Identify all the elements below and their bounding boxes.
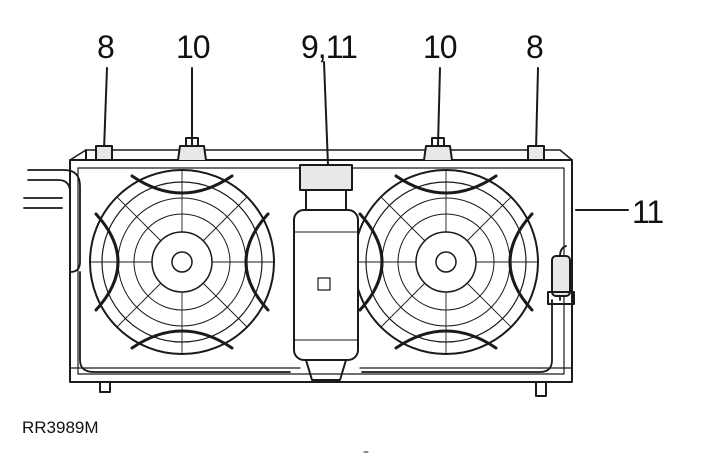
- figure-reference: RR3989M: [22, 418, 99, 437]
- callout-8-right: 8: [526, 29, 544, 65]
- shroud-frame: [69, 149, 573, 397]
- motor-connector-left: [177, 137, 207, 161]
- callout-10-right: 10: [423, 29, 458, 65]
- pipework: [23, 169, 567, 373]
- callout-9-11-center: 9,11: [301, 29, 358, 65]
- callout-10-left: 10: [176, 29, 211, 65]
- callout-8-left: 8: [97, 29, 115, 65]
- mounting-bracket-left: [95, 145, 113, 161]
- motor-connector-right: [423, 137, 453, 161]
- leader-lines: [103, 61, 629, 211]
- mounting-bracket-right: [527, 145, 545, 161]
- fan-left: [89, 169, 275, 355]
- receiver-drier: [293, 164, 359, 381]
- callout-11-side: 11: [632, 194, 664, 230]
- fan-right: [353, 169, 539, 355]
- pressure-switch: [547, 255, 575, 305]
